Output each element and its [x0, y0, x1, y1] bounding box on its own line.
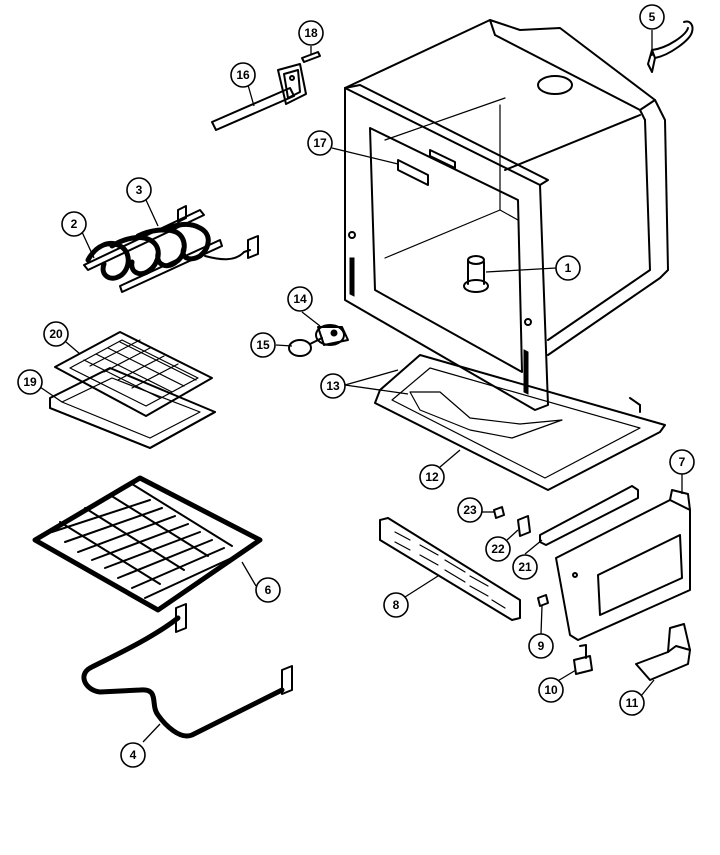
part-22-clip: [517, 515, 531, 537]
callout-18-label: 18: [304, 26, 318, 40]
callout-7-label: 7: [679, 455, 686, 469]
callout-8: 8: [383, 592, 409, 618]
callout-16: 16: [230, 62, 256, 88]
callout-10: 10: [538, 677, 564, 703]
callout-5: 5: [639, 4, 665, 30]
part-14-15-light-assembly: [288, 324, 349, 357]
leader-lines: [39, 30, 683, 743]
callout-12-label: 12: [425, 470, 439, 484]
callout-16-label: 16: [236, 68, 250, 82]
callout-17-label: 17: [313, 136, 327, 150]
callout-19-label: 19: [23, 375, 37, 389]
callout-8-label: 8: [393, 598, 400, 612]
part-8-bracket: [379, 517, 521, 621]
callout-12: 12: [419, 464, 445, 490]
part-21-strip: [539, 485, 639, 546]
callout-22: 22: [485, 536, 511, 562]
callout-21-label: 21: [518, 560, 532, 574]
callout-23-label: 23: [463, 503, 477, 517]
callout-6: 6: [255, 577, 281, 603]
callout-6-label: 6: [265, 583, 272, 597]
part-4-bake-element: [81, 603, 293, 739]
callout-1-label: 1: [565, 261, 572, 275]
callout-1: 1: [555, 255, 581, 281]
callout-4: 4: [120, 742, 146, 768]
callout-15: 15: [250, 332, 276, 358]
part-1-post: [463, 255, 489, 293]
callout-15-label: 15: [256, 338, 270, 352]
callout-14-label: 14: [293, 292, 307, 306]
oven-cavity: [344, 19, 669, 411]
part-19-broil-pan: [49, 367, 216, 449]
callout-21: 21: [512, 554, 538, 580]
callout-9-label: 9: [538, 639, 545, 653]
callout-11-label: 11: [626, 696, 639, 710]
callout-13-label: 13: [326, 379, 340, 393]
part-12-bottom-panel: [374, 354, 666, 491]
callout-2-label: 2: [71, 217, 78, 231]
part-2-3-broil-element: [83, 205, 259, 293]
callout-14: 14: [287, 286, 313, 312]
part-11-bracket: [635, 623, 691, 681]
callout-22-label: 22: [491, 542, 505, 556]
callout-3-label: 3: [136, 183, 143, 197]
callout-20-label: 20: [49, 327, 63, 341]
part-5-wire: [647, 20, 694, 73]
callout-20: 20: [43, 321, 69, 347]
part-16-rod: [211, 63, 307, 131]
callout-11: 11: [619, 690, 645, 716]
part-6-oven-rack: [32, 475, 263, 613]
callout-18: 18: [298, 20, 324, 46]
part-23-screw: [493, 506, 505, 519]
part-18-screw: [301, 51, 321, 63]
callout-19-broil-pan: 19: [17, 369, 43, 395]
part-10-leveling-leg: [573, 644, 593, 675]
callout-13: 13: [320, 373, 346, 399]
part-9-screw: [537, 594, 549, 607]
callout-7: 7: [669, 449, 695, 475]
callout-10-label: 10: [544, 683, 558, 697]
callout-5-label: 5: [649, 10, 656, 24]
part-20-broil-grid: [54, 331, 213, 417]
part-7-side-panel: [555, 489, 691, 641]
callout-9: 9: [528, 633, 554, 659]
callout-4-label: 4: [130, 748, 137, 762]
callout-23: 23: [457, 497, 483, 523]
callout-2: 2: [61, 211, 87, 237]
callout-17: 17: [307, 130, 333, 156]
callout-3: 3: [126, 177, 152, 203]
